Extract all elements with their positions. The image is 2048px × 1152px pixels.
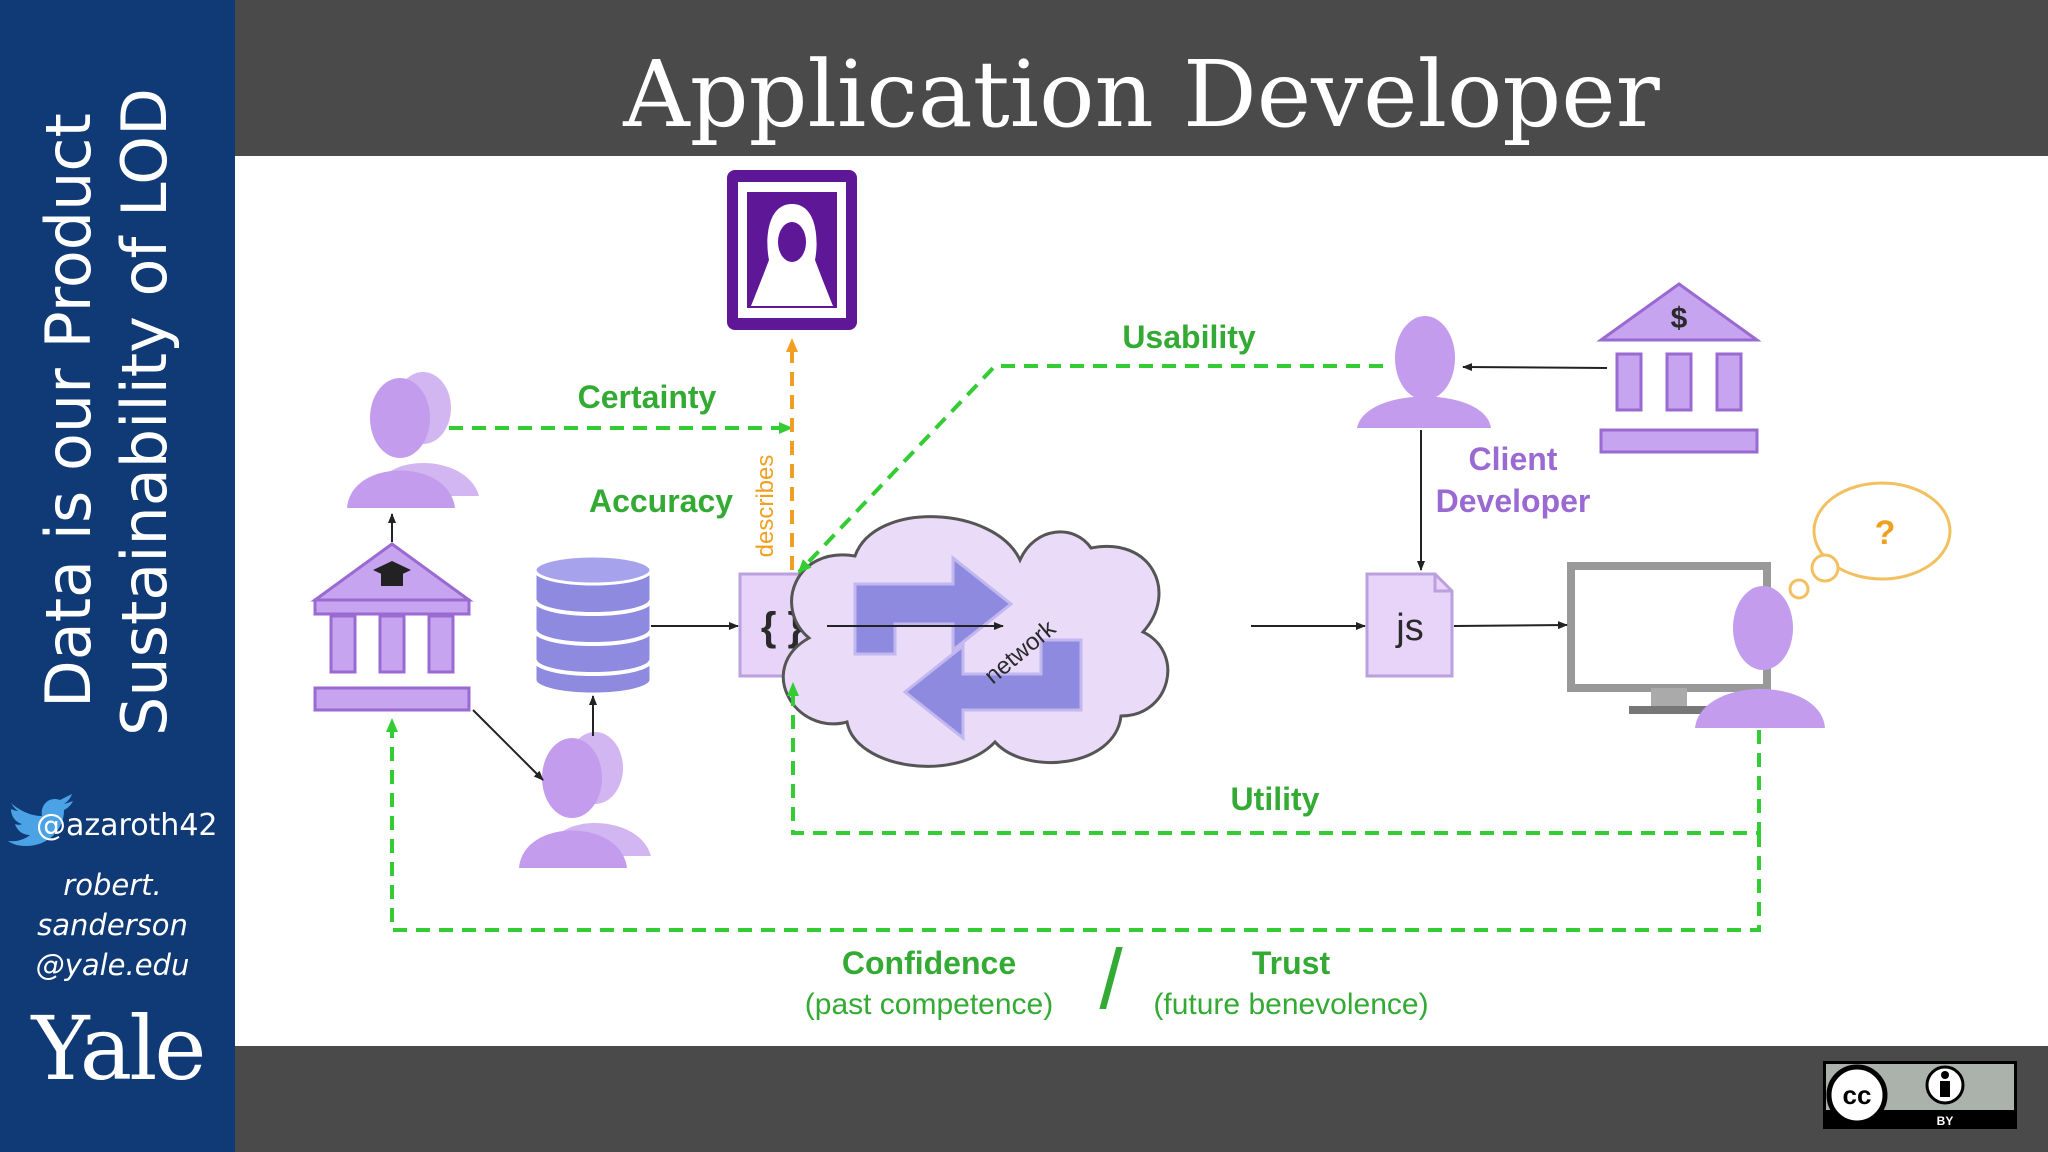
database-icon bbox=[533, 554, 653, 696]
yale-logo: Yale bbox=[31, 997, 207, 1100]
certainty-label: Certainty bbox=[578, 379, 717, 415]
usability-label: Usability bbox=[1122, 319, 1256, 355]
client-label-line1: Client bbox=[1469, 441, 1558, 477]
email-line1: robert. bbox=[63, 868, 162, 902]
slash-separator: / bbox=[1099, 932, 1123, 1026]
utility-label: Utility bbox=[1231, 781, 1320, 817]
js-document-icon: js bbox=[1365, 572, 1454, 678]
accuracy-label: Accuracy bbox=[589, 483, 733, 519]
flow-arrows bbox=[388, 363, 1608, 781]
confidence-label: Confidence bbox=[842, 945, 1016, 981]
data-providers-icon bbox=[519, 732, 651, 868]
academic-institution-icon bbox=[310, 542, 474, 712]
describes-label: describes bbox=[752, 455, 779, 558]
sidebar-title-line2: Sustainability of LOD bbox=[108, 88, 181, 736]
client-developer-icon bbox=[1357, 316, 1491, 428]
future-benevolence-label: (future benevolence) bbox=[1153, 988, 1428, 1021]
footer bbox=[235, 1046, 2048, 1152]
sidebar: Data is our Product Sustainability of LO… bbox=[0, 0, 235, 1152]
trust-diagram: { } network js $ bbox=[310, 170, 1952, 1026]
sidebar-title-line1: Data is our Product bbox=[32, 113, 105, 708]
by-label: BY bbox=[1937, 1114, 1954, 1128]
slide-title: Application Developer bbox=[623, 41, 1660, 148]
trust-label: Trust bbox=[1252, 945, 1331, 981]
bank-funding-icon: $ bbox=[1596, 282, 1762, 454]
network-cloud-icon: network bbox=[781, 515, 1170, 768]
framed-portrait-icon bbox=[727, 170, 857, 330]
users-group-icon bbox=[347, 372, 479, 508]
twitter-bird-icon bbox=[8, 794, 73, 846]
email-line3: @yale.edu bbox=[35, 948, 190, 982]
diagram-panel: { } network js $ bbox=[235, 156, 2048, 1046]
cc-label: cc bbox=[1843, 1080, 1872, 1110]
header: Application Developer bbox=[235, 0, 2048, 156]
twitter-handle[interactable]: @azaroth42 bbox=[36, 808, 218, 843]
quality-dashed-lines bbox=[386, 364, 1761, 932]
email-line2: sanderson bbox=[37, 908, 188, 942]
js-label: js bbox=[1395, 607, 1423, 649]
dollar-label: $ bbox=[1671, 302, 1688, 335]
question-mark-label: ? bbox=[1875, 514, 1896, 552]
end-user-monitor-icon bbox=[1567, 562, 1825, 728]
cc-by-license-badge[interactable]: cc BY bbox=[1823, 1061, 2017, 1129]
thought-bubble-icon: ? bbox=[1788, 481, 1952, 600]
client-label-line2: Developer bbox=[1436, 483, 1591, 519]
past-competence-label: (past competence) bbox=[805, 988, 1053, 1021]
